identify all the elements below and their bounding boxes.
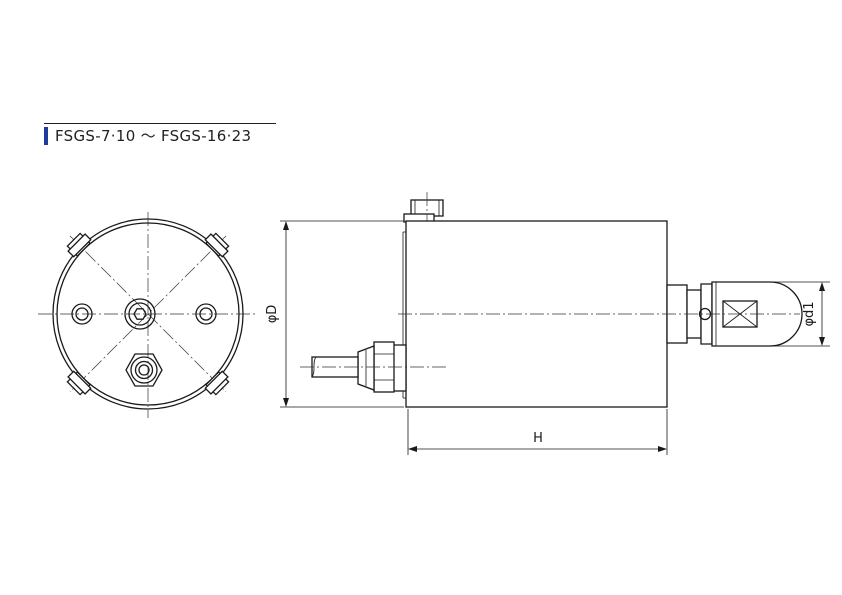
title-accent-mark	[44, 127, 48, 145]
drawing-title: FSGS-7·10 ～ FSGS-16·23	[55, 127, 252, 145]
side-view	[280, 192, 830, 455]
bolt-boss-lower-left	[66, 370, 92, 396]
right-hole-outer	[195, 303, 217, 325]
dim-H-label: H	[533, 431, 543, 446]
dim-d1-label: φd1	[802, 301, 817, 326]
dim-D-label: φD	[265, 305, 280, 324]
cable-gland-middle	[134, 360, 154, 380]
rod-inner-circle	[128, 302, 152, 326]
front-center-line-diag2	[69, 235, 227, 393]
body-outer-circle	[52, 218, 244, 410]
rod-outer-circle	[124, 298, 156, 330]
cable-gland-hex	[125, 353, 163, 387]
body-inner-circle	[56, 222, 240, 406]
cable-gland-outer	[130, 356, 158, 384]
right-hole-inner	[199, 307, 213, 321]
bolt-boss-upper-right	[204, 232, 230, 258]
front-view	[38, 212, 258, 418]
bolt-boss-upper-left	[66, 232, 92, 258]
title-bar: FSGS-7·10 ～ FSGS-16·23	[44, 123, 276, 146]
rod-hex-socket	[133, 308, 147, 320]
left-hole-inner	[75, 307, 89, 321]
bolt-boss-lower-right	[204, 370, 230, 396]
left-hole-outer	[71, 303, 93, 325]
cable-gland-inner	[138, 364, 150, 376]
